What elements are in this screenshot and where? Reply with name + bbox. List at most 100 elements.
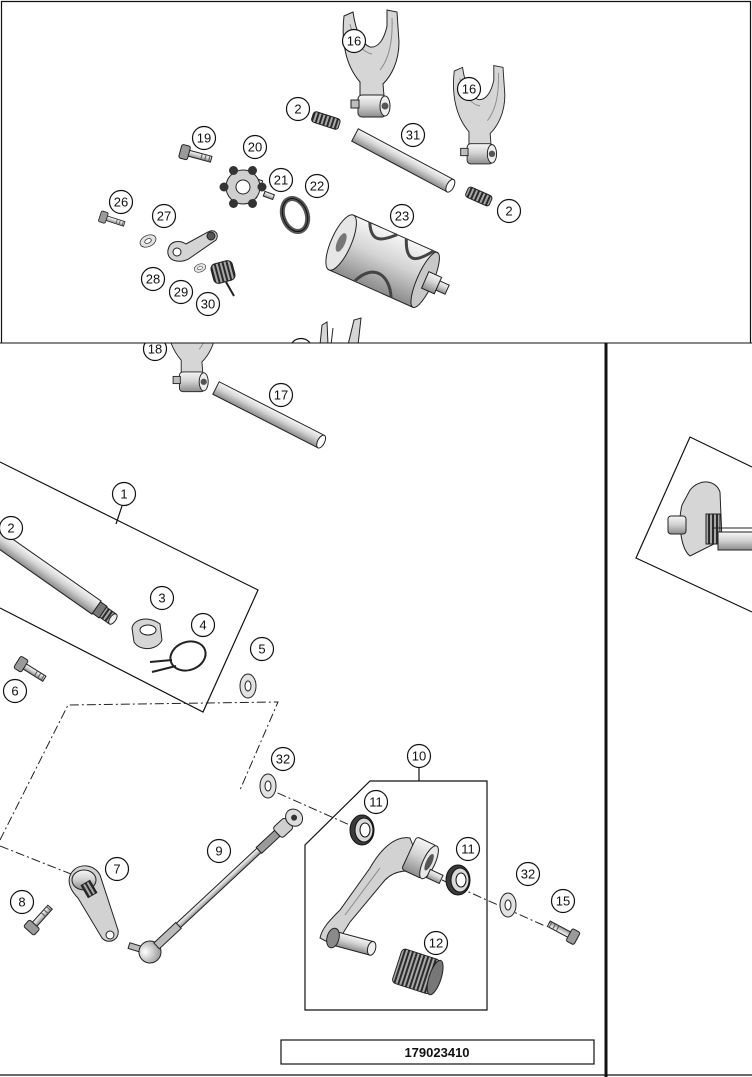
svg-text:11: 11 [369,795,383,810]
svg-text:26: 26 [114,195,128,210]
torsion-spring-4 [149,640,207,673]
callout-main-10: 10 [406,743,432,769]
callout-top-23: 23 [389,203,415,229]
callout-main-1: 1 [111,481,137,507]
callout-main-7: 7 [104,856,130,882]
shift-rod-linkage [127,808,304,964]
shift-star-wheel [219,166,267,208]
svg-text:2: 2 [505,204,512,219]
svg-text:16: 16 [347,34,361,49]
svg-text:19: 19 [197,131,211,146]
callout-top-20: 20 [242,134,268,160]
callout-main-32a: 32 [270,746,296,772]
svg-text:28: 28 [146,272,160,287]
callout-main-9: 9 [206,838,232,864]
illustration-number-box: 179023410 [280,1039,595,1065]
assembly-box-right [635,436,752,613]
callout-main-15: 15 [550,888,576,914]
svg-text:10: 10 [412,749,426,764]
fork-rod-17 [212,381,327,449]
alignment-line-a [0,701,279,841]
top-view-panel: 16 16 2 31 19 20 21 22 2 26 27 23 28 29 … [0,0,752,363]
alignment-line-b [0,845,77,877]
callout-top-19: 19 [191,125,217,151]
callout-main-11b: 11 [455,836,481,862]
callout-top-22: 22 [304,173,330,199]
svg-text:18: 18 [148,342,162,357]
callout-main-11a: 11 [363,789,389,815]
callout-main-32b: 32 [515,861,541,887]
callout-top-16a: 16 [341,28,367,54]
svg-text:12: 12 [429,936,443,951]
svg-text:27: 27 [157,209,171,224]
svg-text:2: 2 [294,102,301,117]
washer-32-right [499,892,517,918]
shift-drum [325,214,450,308]
svg-text:2: 2 [7,521,14,536]
shift-sleeve-3 [131,618,163,649]
locking-lever-28 [167,230,218,262]
svg-text:8: 8 [18,895,25,910]
callout-main-17: 17 [268,382,294,408]
callout-top-26: 26 [108,189,134,215]
callout-main-5: 5 [249,636,275,662]
callout-top-28: 28 [140,266,166,292]
svg-text:6: 6 [11,684,18,699]
ring-22-edge [281,198,309,232]
compression-spring-left [311,111,341,130]
callout-top-30: 30 [195,291,221,317]
bearing-11-lower [445,864,471,896]
bearing-11-upper [349,814,375,846]
svg-text:20: 20 [248,140,262,155]
callout-top-2a: 2 [285,96,311,122]
right-view-panel [608,343,752,1077]
svg-text:30: 30 [201,297,215,312]
svg-text:29: 29 [174,285,188,300]
callout-main-4: 4 [190,612,216,638]
callout-top-31: 31 [400,122,426,148]
svg-text:4: 4 [199,618,206,633]
callout-main-3: 3 [149,585,175,611]
svg-text:5: 5 [258,642,265,657]
svg-text:16: 16 [462,82,476,97]
pin-21 [262,190,276,201]
svg-text:23: 23 [395,209,409,224]
callout-main-12: 12 [423,930,449,956]
callout-top-29: 29 [168,279,194,305]
top-panel-frame [0,0,752,343]
callout-main-8: 8 [9,889,35,915]
svg-text:7: 7 [113,862,120,877]
svg-text:22: 22 [310,179,324,194]
washer-32-left [259,773,277,799]
callout-top-16b: 16 [456,76,482,102]
shift-fork-right-view [667,481,752,557]
svg-text:9: 9 [215,844,222,859]
svg-text:32: 32 [521,867,535,882]
assembly-box-10 [304,780,488,1011]
callout-main-18: 18 [142,342,168,362]
callout-top-21: 21 [268,167,294,193]
callout-top-27: 27 [151,203,177,229]
rubber-pad-12 [392,948,444,996]
leader-1 [115,505,123,525]
shift-lever-7 [68,865,119,942]
svg-text:21: 21 [274,173,288,188]
callout-main-6: 6 [2,678,28,704]
svg-text:1: 1 [120,487,127,502]
shift-shaft [0,525,118,625]
svg-text:17: 17 [274,388,288,403]
washer-5 [239,673,257,699]
main-view-panel: 18 17 1 2 3 4 5 6 32 10 11 9 11 7 32 8 1… [0,342,605,1077]
illustration-number: 179023410 [404,1045,469,1060]
svg-text:32: 32 [276,752,290,767]
shift-pedal [319,837,444,956]
svg-text:3: 3 [158,591,165,606]
callout-top-2b: 2 [496,198,522,224]
fork-rod [351,128,456,193]
callout-main-2: 2 [0,515,24,541]
assembly-box-1 [0,461,259,713]
svg-text:15: 15 [556,894,570,909]
svg-text:11: 11 [461,842,475,857]
torsion-spring-30 [210,260,236,297]
